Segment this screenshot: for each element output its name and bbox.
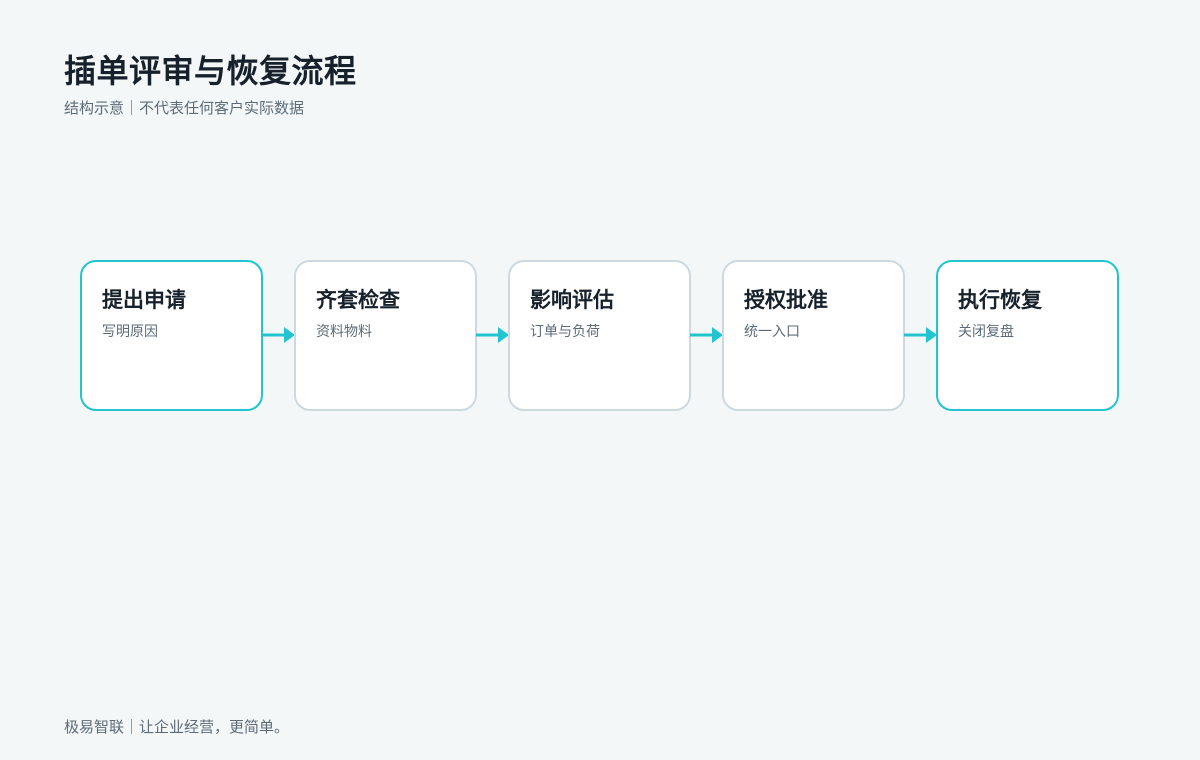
step-description: 订单与负荷: [530, 324, 600, 340]
page-subtitle: 结构示意｜不代表任何客户实际数据: [64, 99, 305, 117]
step-card-execute: 执行恢复 关闭复盘: [936, 260, 1119, 411]
step-description: 写明原因: [102, 324, 158, 340]
step-description: 统一入口: [744, 324, 800, 340]
step-card-check: 齐套检查 资料物料: [294, 260, 477, 411]
flow-arrow-icon: [904, 327, 937, 343]
page-title: 插单评审与恢复流程: [64, 52, 357, 90]
flow-arrow-icon: [262, 327, 295, 343]
step-title: 提出申请: [102, 288, 186, 312]
flow-arrow-icon: [690, 327, 723, 343]
step-description: 资料物料: [316, 324, 372, 340]
step-title: 齐套检查: [316, 288, 400, 312]
flow-arrow-icon: [476, 327, 509, 343]
step-card-approve: 授权批准 统一入口: [722, 260, 905, 411]
step-card-assess: 影响评估 订单与负荷: [508, 260, 691, 411]
step-title: 授权批准: [744, 288, 828, 312]
footer-slogan: 极易智联｜让企业经营，更简单。: [64, 718, 290, 736]
step-description: 关闭复盘: [958, 324, 1014, 340]
step-card-apply: 提出申请 写明原因: [80, 260, 263, 411]
step-title: 执行恢复: [958, 288, 1042, 312]
step-title: 影响评估: [530, 288, 614, 312]
